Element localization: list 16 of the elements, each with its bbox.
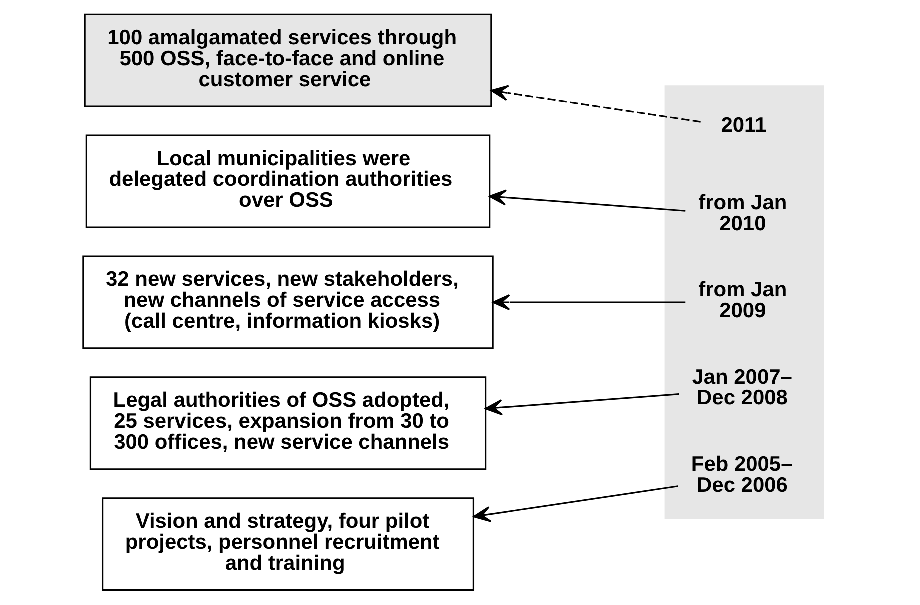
node-box: 100 amalgamated services through 500 OSS, face-to-face and online customer service xyxy=(84,14,492,108)
arrow xyxy=(485,394,680,416)
arrow xyxy=(473,486,678,522)
arrow xyxy=(492,294,686,311)
node-box: Legal authorities of OSS adopted, 25 services, expansion from 30 to 300 offices, new service channels xyxy=(90,376,487,470)
node-box: Local municipalities were delegated coordination authorities over OSS xyxy=(86,134,491,228)
node-box: 32 new services, new stakeholders, new channels of service access (call centre, information kiosks) xyxy=(82,256,494,350)
node-text: from Jan 2009 xyxy=(698,278,788,323)
arrow xyxy=(490,85,701,123)
node-text: from Jan 2010 xyxy=(698,192,788,236)
node-text: Feb 2005– Dec 2006 xyxy=(691,452,793,497)
node-box: Vision and strategy, four pilot projects, personnel recruitment and training xyxy=(102,498,475,592)
node-text: 2011 xyxy=(721,114,767,138)
node-text: Jan 2007– Dec 2008 xyxy=(692,366,792,410)
arrow xyxy=(489,190,686,212)
cluster xyxy=(664,86,824,520)
